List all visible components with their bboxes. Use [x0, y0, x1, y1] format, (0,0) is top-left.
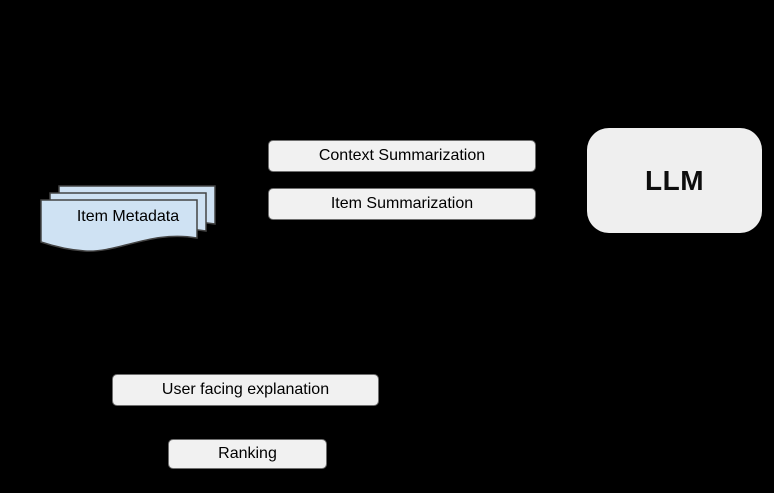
item-metadata-label: Item Metadata	[76, 208, 180, 225]
item-summarization-box: Item Summarization	[268, 188, 536, 220]
llm-box: LLM	[587, 128, 762, 233]
ranking-box: Ranking	[168, 439, 327, 469]
context-summarization-box: Context Summarization	[268, 140, 536, 172]
document-shape-front	[40, 199, 198, 252]
item-metadata-document-stack	[40, 185, 216, 252]
user-facing-explanation-box: User facing explanation	[112, 374, 379, 406]
